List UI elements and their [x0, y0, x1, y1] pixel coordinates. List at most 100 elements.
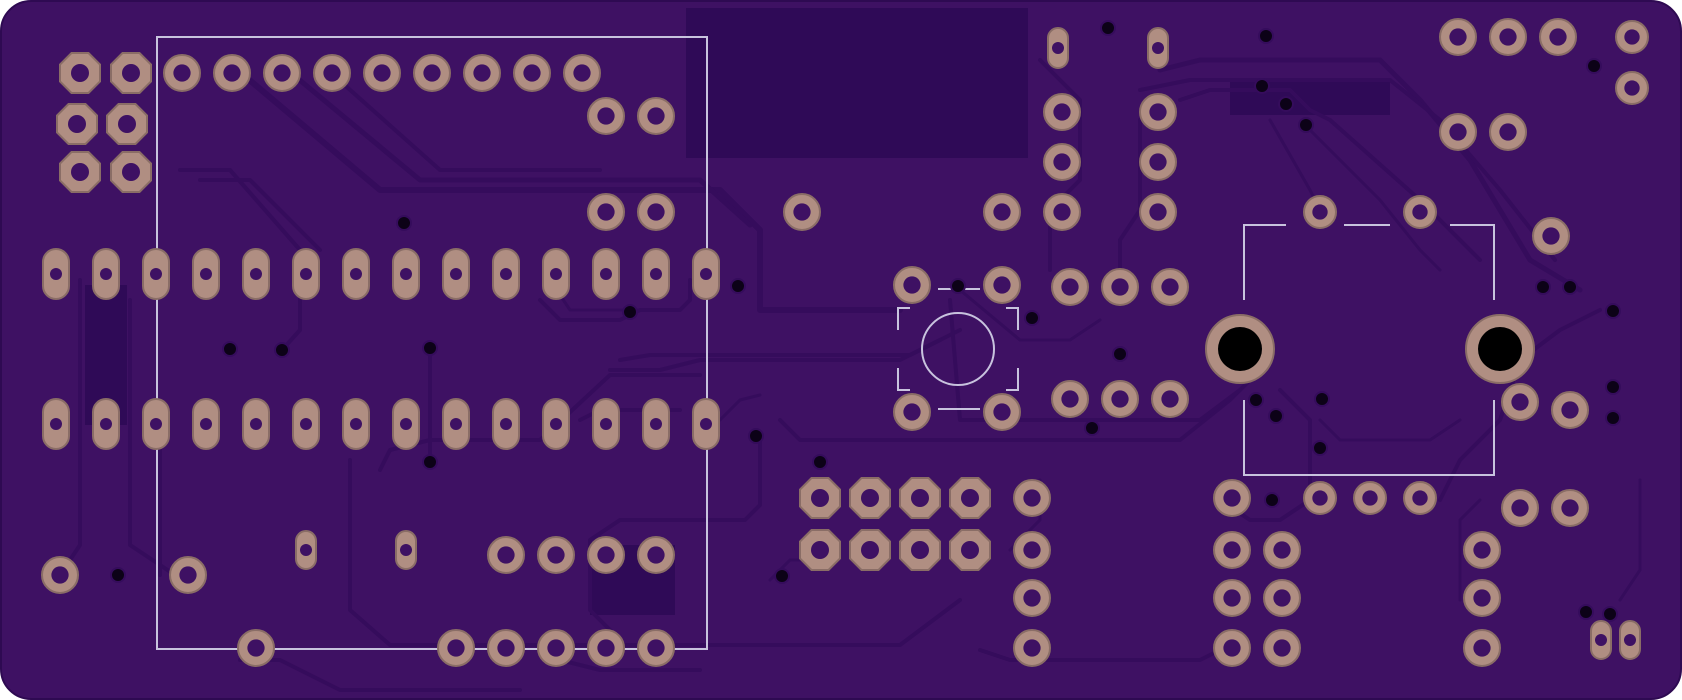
via	[1602, 606, 1618, 622]
round-pad	[263, 54, 301, 92]
via	[1312, 440, 1328, 456]
pad-drill	[100, 268, 112, 280]
oval-pad	[92, 398, 120, 450]
round-pad	[1439, 18, 1477, 56]
pad-drill	[500, 418, 512, 430]
round-pad	[1101, 380, 1139, 418]
copper-trace	[558, 658, 702, 672]
pad-drill	[903, 403, 921, 421]
copper-trace	[1218, 388, 1312, 522]
round-pad	[487, 536, 525, 574]
pad-drill	[550, 268, 562, 280]
round-pad	[983, 266, 1021, 304]
pad-drill	[71, 64, 89, 82]
pad-drill	[1223, 489, 1241, 507]
round-pad	[893, 393, 931, 431]
pad-drill	[1053, 103, 1071, 121]
round-pad	[1501, 489, 1539, 527]
pad-drill	[1052, 42, 1064, 54]
pad-drill	[597, 203, 615, 221]
oval-pad	[492, 398, 520, 450]
pad-drill	[323, 64, 341, 82]
octagon-pad	[110, 52, 152, 94]
octagon-pad	[899, 477, 941, 519]
oval-pad	[142, 398, 170, 450]
oval-pad	[442, 398, 470, 450]
via	[1024, 310, 1040, 326]
pad-drill	[1023, 589, 1041, 607]
via	[422, 454, 438, 470]
pad-drill	[1561, 499, 1579, 517]
oval-pad	[392, 398, 420, 450]
pad-drill	[961, 541, 979, 559]
oval-pad	[92, 248, 120, 300]
pad-drill	[1449, 28, 1467, 46]
oval-pad	[192, 248, 220, 300]
pad-drill	[1273, 639, 1291, 657]
silkscreen-jack-outline	[1243, 224, 1495, 476]
round-pad	[1539, 18, 1577, 56]
round-pad	[587, 193, 625, 231]
round-pad	[1043, 193, 1081, 231]
pad-drill	[1161, 278, 1179, 296]
oval-pad	[292, 248, 320, 300]
pad-drill	[118, 115, 136, 133]
round-pad	[587, 629, 625, 667]
pad-drill	[597, 546, 615, 564]
via	[1264, 492, 1280, 508]
pad-drill	[547, 546, 565, 564]
copper-trace	[1618, 478, 1642, 602]
via	[222, 341, 238, 357]
round-pad	[463, 54, 501, 92]
round-pad	[163, 54, 201, 92]
round-pad	[437, 629, 475, 667]
round-pad	[1489, 113, 1527, 151]
pad-drill	[1624, 29, 1640, 45]
round-pad	[1551, 391, 1589, 429]
pad-drill	[1561, 401, 1579, 419]
copper-trace	[948, 298, 1242, 422]
silkscreen-layer	[156, 36, 1495, 650]
pad-drill	[223, 64, 241, 82]
pad-drill	[793, 203, 811, 221]
pad-drill	[1111, 278, 1129, 296]
pad-drill	[911, 541, 929, 559]
round-pad	[41, 556, 79, 594]
round-pad	[213, 54, 251, 92]
oval-pad	[1147, 27, 1169, 69]
octagon-pad	[949, 477, 991, 519]
round-pad	[1463, 629, 1501, 667]
pad-drill	[1273, 541, 1291, 559]
round-pad	[893, 266, 931, 304]
round-pad	[1403, 481, 1437, 515]
oval-pad	[542, 248, 570, 300]
round-pad	[169, 556, 207, 594]
copper-trace	[958, 288, 1102, 342]
round-pad	[1051, 380, 1089, 418]
round-pad	[1463, 531, 1501, 569]
oval-pad	[242, 398, 270, 450]
round-pad	[1043, 143, 1081, 181]
via	[1605, 410, 1621, 426]
pad-drill	[993, 403, 1011, 421]
pad-drill	[1023, 541, 1041, 559]
round-pad	[537, 536, 575, 574]
pad-drill	[373, 64, 391, 82]
pad-drill	[647, 107, 665, 125]
copper-trace	[618, 338, 942, 362]
via	[1254, 78, 1270, 94]
pad-drill	[650, 268, 662, 280]
octagon-pad	[106, 103, 148, 145]
oval-pad	[642, 248, 670, 300]
pad-drill	[1061, 390, 1079, 408]
mounting-hole-drill	[1218, 327, 1262, 371]
pad-drill	[700, 268, 712, 280]
pad-drill	[1511, 499, 1529, 517]
via	[1268, 408, 1284, 424]
via	[1535, 279, 1551, 295]
pad-drill	[1152, 42, 1164, 54]
round-pad	[637, 97, 675, 135]
copper-trace	[1138, 78, 1557, 262]
round-pad	[1151, 380, 1189, 418]
